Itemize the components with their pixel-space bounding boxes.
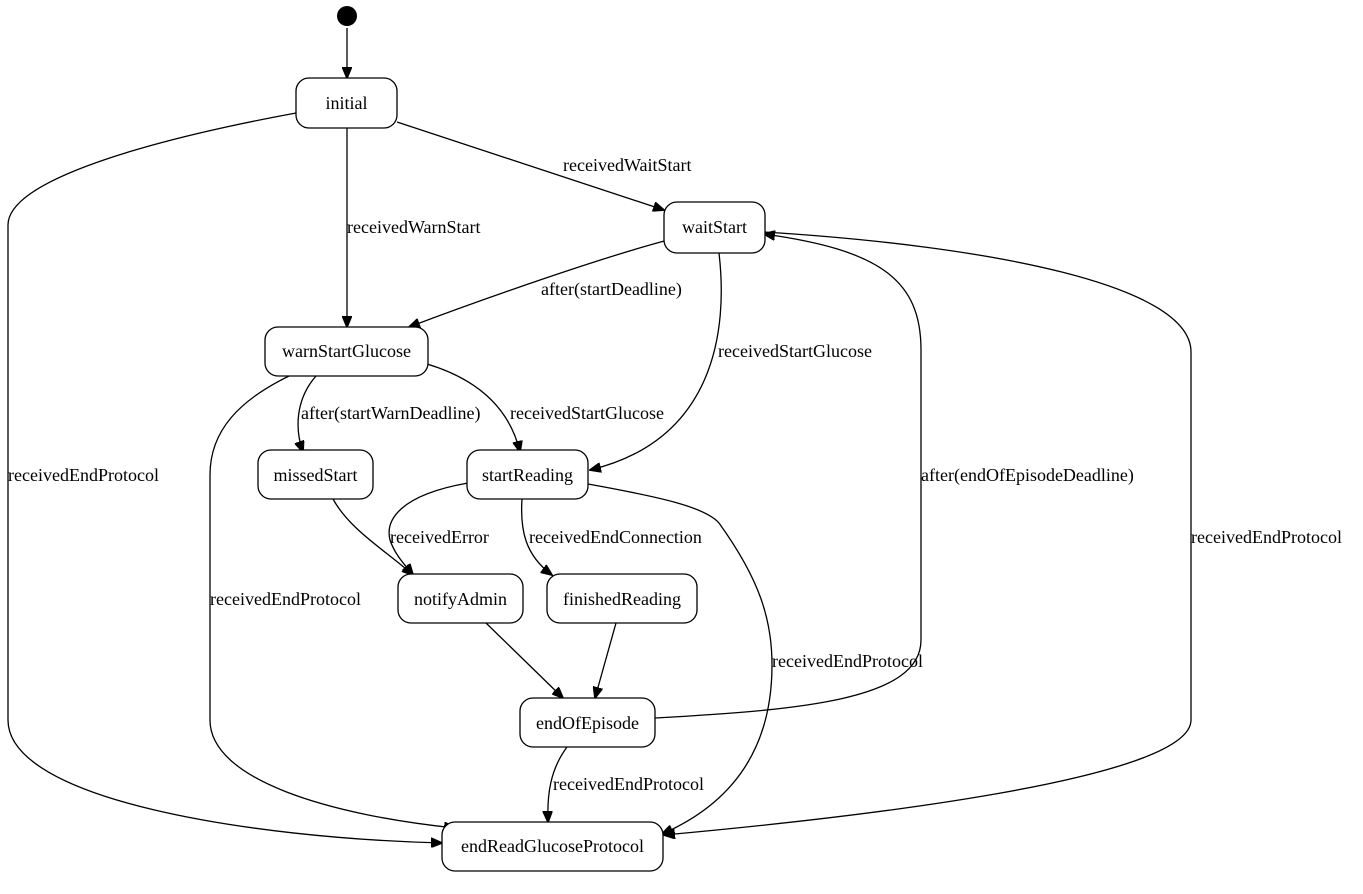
label-warnStartGlucose-endReadGlucoseProtocol: receivedEndProtocol [210, 589, 361, 609]
edge-labels: receivedWaitStart receivedWarnStart rece… [8, 155, 1342, 794]
edges [7, 28, 1192, 843]
state-finishedReading[interactable]: finishedReading [546, 573, 698, 624]
state-warnStartGlucose[interactable]: warnStartGlucose [264, 326, 429, 377]
label-endOfEpisode-endReadGlucoseProtocol: receivedEndProtocol [553, 774, 704, 794]
state-endOfEpisode[interactable]: endOfEpisode [519, 697, 656, 748]
edge-initial-to-endReadGlucoseProtocol [7, 112, 442, 843]
state-initial-label: initial [326, 93, 368, 113]
state-startReading[interactable]: startReading [466, 449, 589, 500]
state-warnStartGlucose-label: warnStartGlucose [282, 341, 411, 361]
edge-waitStart-to-warnStartGlucose [409, 239, 669, 327]
state-notifyAdmin-label: notifyAdmin [414, 589, 507, 609]
edge-waitStart-to-startReading [590, 252, 722, 470]
label-startReading-finishedReading: receivedEndConnection [529, 527, 702, 547]
edge-initial-to-waitStart [396, 121, 664, 210]
state-startReading-label: startReading [482, 465, 573, 485]
edge-startReading-to-notifyAdmin [388, 482, 469, 575]
label-warnStartGlucose-startReading: receivedStartGlucose [510, 403, 664, 423]
label-initial-waitStart: receivedWaitStart [563, 155, 692, 175]
label-endOfEpisode-waitStart: after(endOfEpisodeDeadline) [921, 465, 1134, 486]
edge-warnStartGlucose-to-endReadGlucoseProtocol [209, 375, 455, 828]
label-warnStartGlucose-missedStart: after(startWarnDeadline) [301, 403, 480, 424]
edge-warnStartGlucose-to-missedStart [298, 375, 317, 452]
label-initial-warnStartGlucose: receivedWarnStart [347, 217, 480, 237]
state-waitStart-label: waitStart [682, 217, 747, 237]
label-waitStart-warnStartGlucose: after(startDeadline) [541, 279, 682, 300]
label-waitStart-startReading: receivedStartGlucose [718, 341, 872, 361]
edge-startReading-to-endReadGlucoseProtocol [587, 483, 773, 834]
edge-finishedReading-to-endOfEpisode [595, 622, 617, 698]
state-missedStart[interactable]: missedStart [257, 449, 374, 500]
state-missedStart-label: missedStart [274, 465, 358, 485]
state-finishedReading-label: finishedReading [563, 589, 681, 609]
state-initial[interactable]: initial [295, 77, 398, 129]
state-endOfEpisode-label: endOfEpisode [536, 713, 639, 733]
edge-endOfEpisode-to-waitStart [654, 234, 922, 719]
edge-endOfEpisode-to-endReadGlucoseProtocol [548, 746, 568, 822]
state-notifyAdmin[interactable]: notifyAdmin [397, 573, 524, 624]
initial-pseudostate-dot [337, 6, 357, 26]
state-waitStart[interactable]: waitStart [663, 201, 766, 254]
state-endReadGlucoseProtocol[interactable]: endReadGlucoseProtocol [441, 821, 664, 872]
label-startReading-notifyAdmin: receivedError [390, 527, 489, 547]
state-endReadGlucoseProtocol-label: endReadGlucoseProtocol [461, 836, 644, 856]
label-initial-endReadGlucoseProtocol: receivedEndProtocol [8, 465, 159, 485]
states: initial waitStart warnStartGlucose misse… [257, 77, 766, 872]
edge-waitStart-to-endReadGlucoseProtocol [664, 231, 1192, 835]
label-waitStart-endReadGlucoseProtocol: receivedEndProtocol [1191, 527, 1342, 547]
label-startReading-endReadGlucoseProtocol: receivedEndProtocol [772, 651, 923, 671]
edge-warnStartGlucose-to-startReading [426, 363, 520, 452]
edge-startReading-to-finishedReading [520, 498, 552, 575]
edge-notifyAdmin-to-endOfEpisode [485, 622, 563, 698]
